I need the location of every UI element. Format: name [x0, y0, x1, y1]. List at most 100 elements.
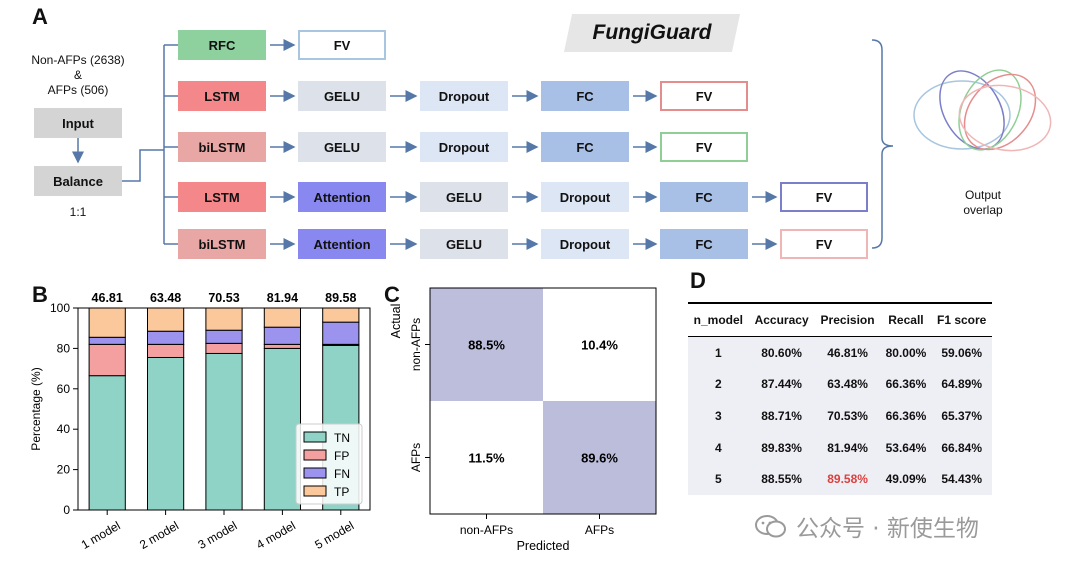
table-cell: 81.94%	[814, 431, 881, 464]
block-dropout-row3: Dropout	[420, 132, 508, 162]
output-label-line1: Output	[964, 188, 1002, 202]
table-cell: 70.53%	[814, 400, 881, 432]
brand-title: FungiGuard	[592, 21, 712, 44]
legend-swatch-fn	[303, 467, 327, 479]
bar-segment-fn	[88, 336, 126, 345]
matrix-cell-value: 88.5%	[468, 338, 505, 353]
block-dropout-row4: Dropout	[541, 182, 629, 212]
table-cell: 80.00%	[880, 336, 932, 369]
table-cell: 59.06%	[931, 336, 992, 369]
block-dropout-row5: Dropout	[541, 229, 629, 259]
table-cell: 46.81%	[814, 336, 881, 369]
y-tick-label: 0	[63, 503, 70, 517]
input-count-afps: AFPs (506)	[47, 83, 109, 97]
table-cell: 66.36%	[880, 400, 932, 432]
block-gelu-row2: GELU	[298, 81, 386, 111]
block-attention-row5: Attention	[298, 229, 386, 259]
table-header-cell: Accuracy	[748, 302, 815, 337]
y-tick-label: 60	[57, 382, 71, 396]
matrix-cell	[543, 288, 656, 401]
output-overlap-label: Output overlap	[940, 188, 1026, 218]
block-fc-row4: FC	[660, 182, 748, 212]
panel-letter-a: A	[32, 4, 48, 29]
bar-segment-fp	[88, 343, 126, 377]
input-count-non-afps: Non-AFPs (2638)	[31, 53, 125, 67]
x-tick-label: 2 model	[137, 518, 181, 551]
block-attention-row4: Attention	[298, 182, 386, 212]
block-bilstm-row5: biLSTM	[178, 229, 266, 259]
chat-bubbles-icon	[755, 515, 786, 538]
legend-swatch-tp	[303, 485, 327, 497]
matrix-cell-value: 89.6%	[581, 451, 618, 466]
bar-segment-tp	[263, 307, 302, 328]
panel-letter-c: C	[384, 282, 400, 307]
table-header-cell: Precision	[814, 302, 881, 337]
legend-label-fn: FN	[334, 467, 350, 481]
input-box: Input	[34, 108, 122, 138]
bar-top-label: 89.58	[325, 291, 356, 305]
table-cell: 1	[688, 336, 749, 369]
table-header-cell: Recall	[880, 302, 932, 337]
bar-segment-tn	[146, 356, 185, 511]
y-tick-label: non-AFPs	[409, 318, 423, 371]
table-cell: 65.37%	[931, 400, 992, 432]
bar-segment-fp	[146, 343, 185, 358]
bar-segment-tn	[88, 375, 126, 511]
block-fv-row4: FV	[780, 182, 868, 212]
matrix-cell-value: 11.5%	[468, 451, 505, 466]
bar-segment-fn	[146, 330, 185, 345]
x-axis-label: Predicted	[517, 539, 570, 553]
table-cell: 49.09%	[880, 463, 932, 495]
table-cell: 66.84%	[931, 431, 992, 464]
table-cell: 2	[688, 368, 749, 401]
bar-segment-fp	[263, 343, 302, 349]
balance-box: Balance	[34, 166, 122, 196]
table-cell: 3	[688, 400, 749, 432]
input-counts: Non-AFPs (2638) & AFPs (506)	[22, 53, 134, 98]
output-overlap-ellipses	[913, 69, 1052, 152]
output-label-line2: overlap	[963, 203, 1003, 217]
legend-label-tp: TP	[334, 485, 349, 499]
table-cell: 64.89%	[931, 368, 992, 401]
legend-label-tn: TN	[334, 431, 350, 445]
x-tick-label: 5 model	[312, 518, 356, 551]
block-gelu-row5: GELU	[420, 229, 508, 259]
matrix-frame	[429, 287, 657, 515]
block-fc-row2: FC	[541, 81, 629, 111]
y-tick-label: 100	[50, 301, 70, 315]
table-cell: 5	[688, 463, 749, 495]
ratio-label: 1:1	[69, 205, 87, 219]
block-fc-row5: FC	[660, 229, 748, 259]
bar-segment-tn	[263, 347, 302, 511]
matrix-cell	[543, 401, 656, 514]
y-axis-label: Actual	[389, 304, 403, 339]
table-cell: 80.60%	[748, 336, 815, 369]
table-cell: 89.58%	[814, 463, 881, 495]
bar-segment-fn	[322, 321, 360, 345]
block-dropout-row2: Dropout	[420, 81, 508, 111]
table-header-cell: n_model	[688, 302, 749, 337]
table-cell: 63.48%	[814, 368, 881, 401]
table-cell: 54.43%	[931, 463, 992, 495]
bar-segment-tp	[88, 307, 126, 338]
y-tick-label: AFPs	[409, 443, 423, 472]
table-cell: 89.83%	[748, 431, 815, 464]
table-cell: 88.55%	[748, 463, 815, 495]
matrix-cell-value: 10.4%	[581, 338, 618, 353]
bar-segment-fn	[205, 329, 243, 344]
block-lstm-row2: LSTM	[178, 81, 266, 111]
table-header-cell: F1 score	[931, 302, 992, 337]
legend-swatch-fp	[303, 449, 327, 461]
legend-swatch-tn	[303, 431, 327, 443]
block-fv-row2: FV	[660, 81, 748, 111]
table-cell: 4	[688, 431, 749, 464]
bar-segment-tp	[322, 307, 360, 323]
x-tick-label: non-AFPs	[460, 523, 513, 537]
bar-segment-fn	[263, 326, 302, 345]
y-axis-label: Percentage (%)	[29, 367, 43, 450]
